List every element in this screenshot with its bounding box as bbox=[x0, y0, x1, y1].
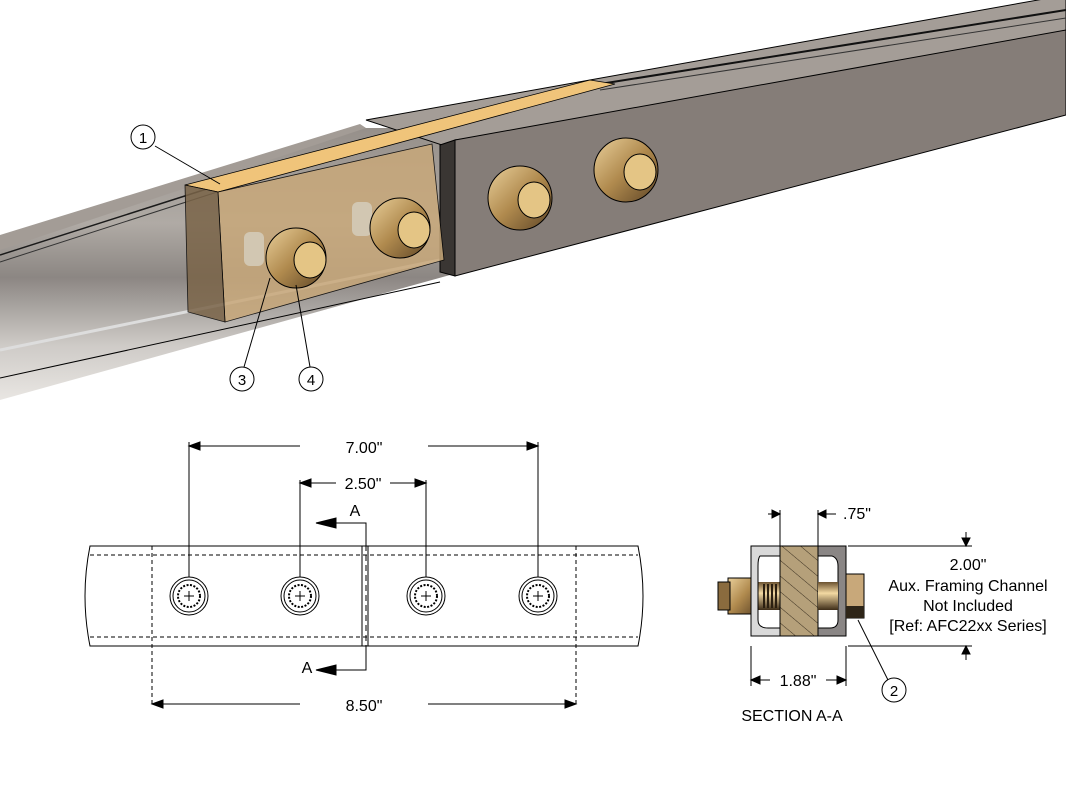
channel-bottom-edge bbox=[0, 281, 441, 379]
section-arrow-top bbox=[315, 517, 337, 529]
channel-bolt-1 bbox=[487, 165, 553, 231]
balloon-label: 1 bbox=[139, 130, 147, 147]
plan-bolt-4 bbox=[518, 576, 558, 616]
section-bolt-head-edge bbox=[717, 581, 731, 611]
nut-face bbox=[517, 181, 551, 219]
section-bolt-rod-inner bbox=[818, 582, 838, 610]
dimension-label-8-50: 8.50" bbox=[346, 698, 383, 715]
section-splice-plate bbox=[779, 545, 819, 637]
section-title: SECTION A-A bbox=[741, 708, 843, 725]
note-line-2: Not Included bbox=[923, 598, 1013, 615]
dimension-label-2-00: 2.00" bbox=[950, 557, 987, 574]
left-channel-top bbox=[0, 124, 366, 250]
channel-joint bbox=[361, 545, 369, 647]
balloon-circle bbox=[298, 366, 324, 392]
balloon-1: 1 bbox=[130, 124, 221, 185]
threaded-stud bbox=[244, 232, 264, 266]
nut-face bbox=[293, 241, 327, 279]
section-marker-top: A bbox=[350, 503, 361, 520]
dimension-0-75 bbox=[768, 509, 836, 546]
balloon-2: 2 bbox=[857, 619, 907, 703]
isometric-view: 1 3 4 bbox=[0, 0, 1066, 400]
leader-line bbox=[295, 284, 311, 368]
balloon-label: 3 bbox=[238, 372, 246, 389]
channel-slot-line bbox=[599, 9, 1066, 85]
dimension-2-00 bbox=[848, 532, 972, 660]
threaded-stud bbox=[352, 202, 372, 236]
dimension-1-88 bbox=[749, 646, 848, 686]
dimension-2-50 bbox=[298, 478, 428, 488]
dimension-8-50 bbox=[150, 699, 578, 709]
section-marker-bottom: A bbox=[302, 660, 313, 677]
balloon-circle bbox=[881, 677, 907, 703]
dimension-7-00 bbox=[187, 441, 540, 451]
balloon-circle bbox=[229, 366, 255, 392]
splice-plate-end bbox=[184, 184, 226, 323]
channel-outline bbox=[84, 545, 644, 647]
nut-face bbox=[397, 211, 431, 249]
bolt-threads bbox=[763, 584, 777, 608]
balloon-4: 4 bbox=[295, 284, 324, 392]
section-nut-shadow bbox=[846, 606, 864, 618]
plate-bolt-1 bbox=[244, 227, 327, 289]
section-arrow-bottom bbox=[315, 664, 337, 676]
channel-bolt-2 bbox=[593, 137, 659, 203]
nut-face bbox=[623, 153, 657, 191]
plan-view bbox=[84, 441, 644, 709]
dimension-label-2-50: 2.50" bbox=[345, 476, 382, 493]
balloon-label: 4 bbox=[307, 372, 315, 389]
section-view: 2 bbox=[717, 509, 972, 703]
dimension-label-1-88: 1.88" bbox=[780, 673, 817, 690]
plate-bolt-2 bbox=[352, 197, 431, 259]
note-line-1: Aux. Framing Channel bbox=[888, 578, 1047, 595]
note-line-3: [Ref: AFC22xx Series] bbox=[889, 618, 1046, 635]
plan-bolt-2 bbox=[280, 576, 320, 616]
balloon-circle bbox=[130, 124, 156, 150]
leader-line bbox=[154, 145, 221, 185]
plan-bolt-3 bbox=[406, 576, 446, 616]
dimension-label-0-75: .75" bbox=[843, 506, 871, 523]
dimension-label-7-00: 7.00" bbox=[346, 440, 383, 457]
leader-line bbox=[857, 619, 889, 681]
leader-line bbox=[243, 277, 271, 368]
balloon-3: 3 bbox=[229, 277, 271, 392]
balloon-label: 2 bbox=[890, 683, 898, 700]
section-cut-line bbox=[315, 517, 367, 676]
plan-bolt-1 bbox=[169, 576, 209, 616]
channel-slot-line bbox=[599, 17, 1066, 91]
